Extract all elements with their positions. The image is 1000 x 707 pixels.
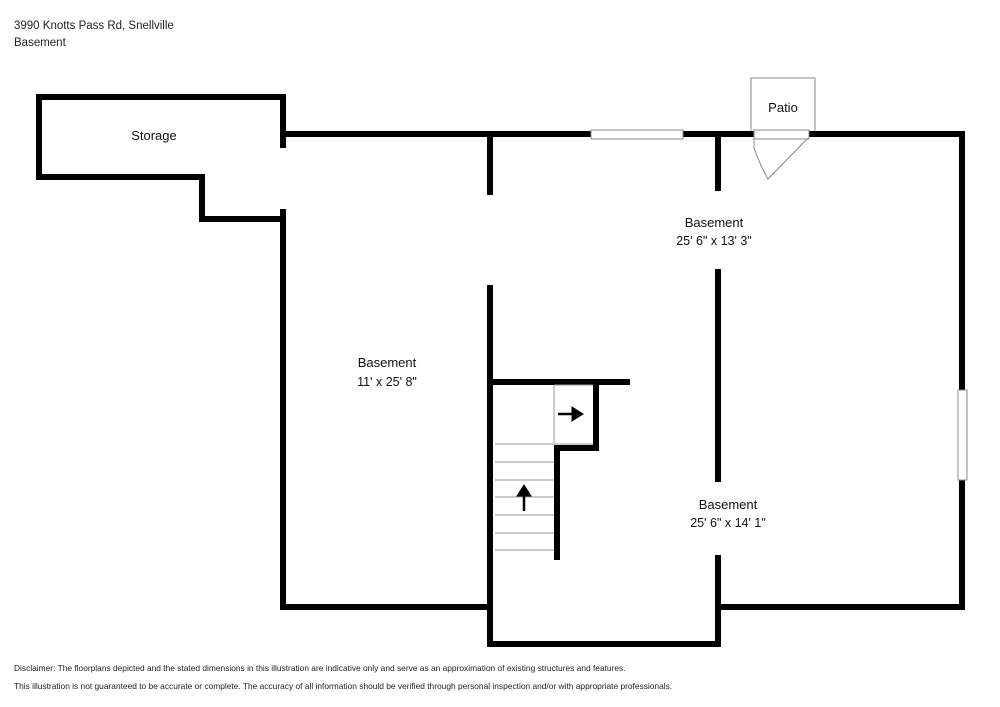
stair-arrow-right-icon	[558, 406, 584, 422]
room-dims-basement-top: 25' 6" x 13' 3"	[676, 234, 752, 248]
patio-door	[753, 129, 810, 180]
room-name-basement-left: Basement	[358, 355, 417, 370]
stair-arrow-up-icon	[516, 484, 532, 511]
staircase	[495, 384, 593, 551]
room-name-storage: Storage	[131, 128, 177, 143]
exterior-walls	[280, 131, 965, 647]
room-name-patio: Patio	[768, 100, 798, 115]
floor-label: Basement	[14, 37, 66, 49]
property-address: 3990 Knotts Pass Rd, Snellville	[14, 20, 174, 32]
disclaimer-line-1: Disclaimer: The floorplans depicted and …	[14, 663, 626, 673]
window-right	[957, 389, 968, 481]
room-dims-basement-bottom: 25' 6" x 14' 1"	[690, 516, 766, 530]
room-dims-basement-left: 11' x 25' 8"	[357, 375, 417, 389]
room-name-basement-top: Basement	[685, 215, 744, 230]
room-name-basement-bottom: Basement	[699, 497, 758, 512]
interior-walls	[487, 135, 721, 560]
window-top	[590, 129, 684, 140]
disclaimer-line-2: This illustration is not guaranteed to b…	[14, 681, 673, 691]
storage-walls	[36, 94, 286, 222]
